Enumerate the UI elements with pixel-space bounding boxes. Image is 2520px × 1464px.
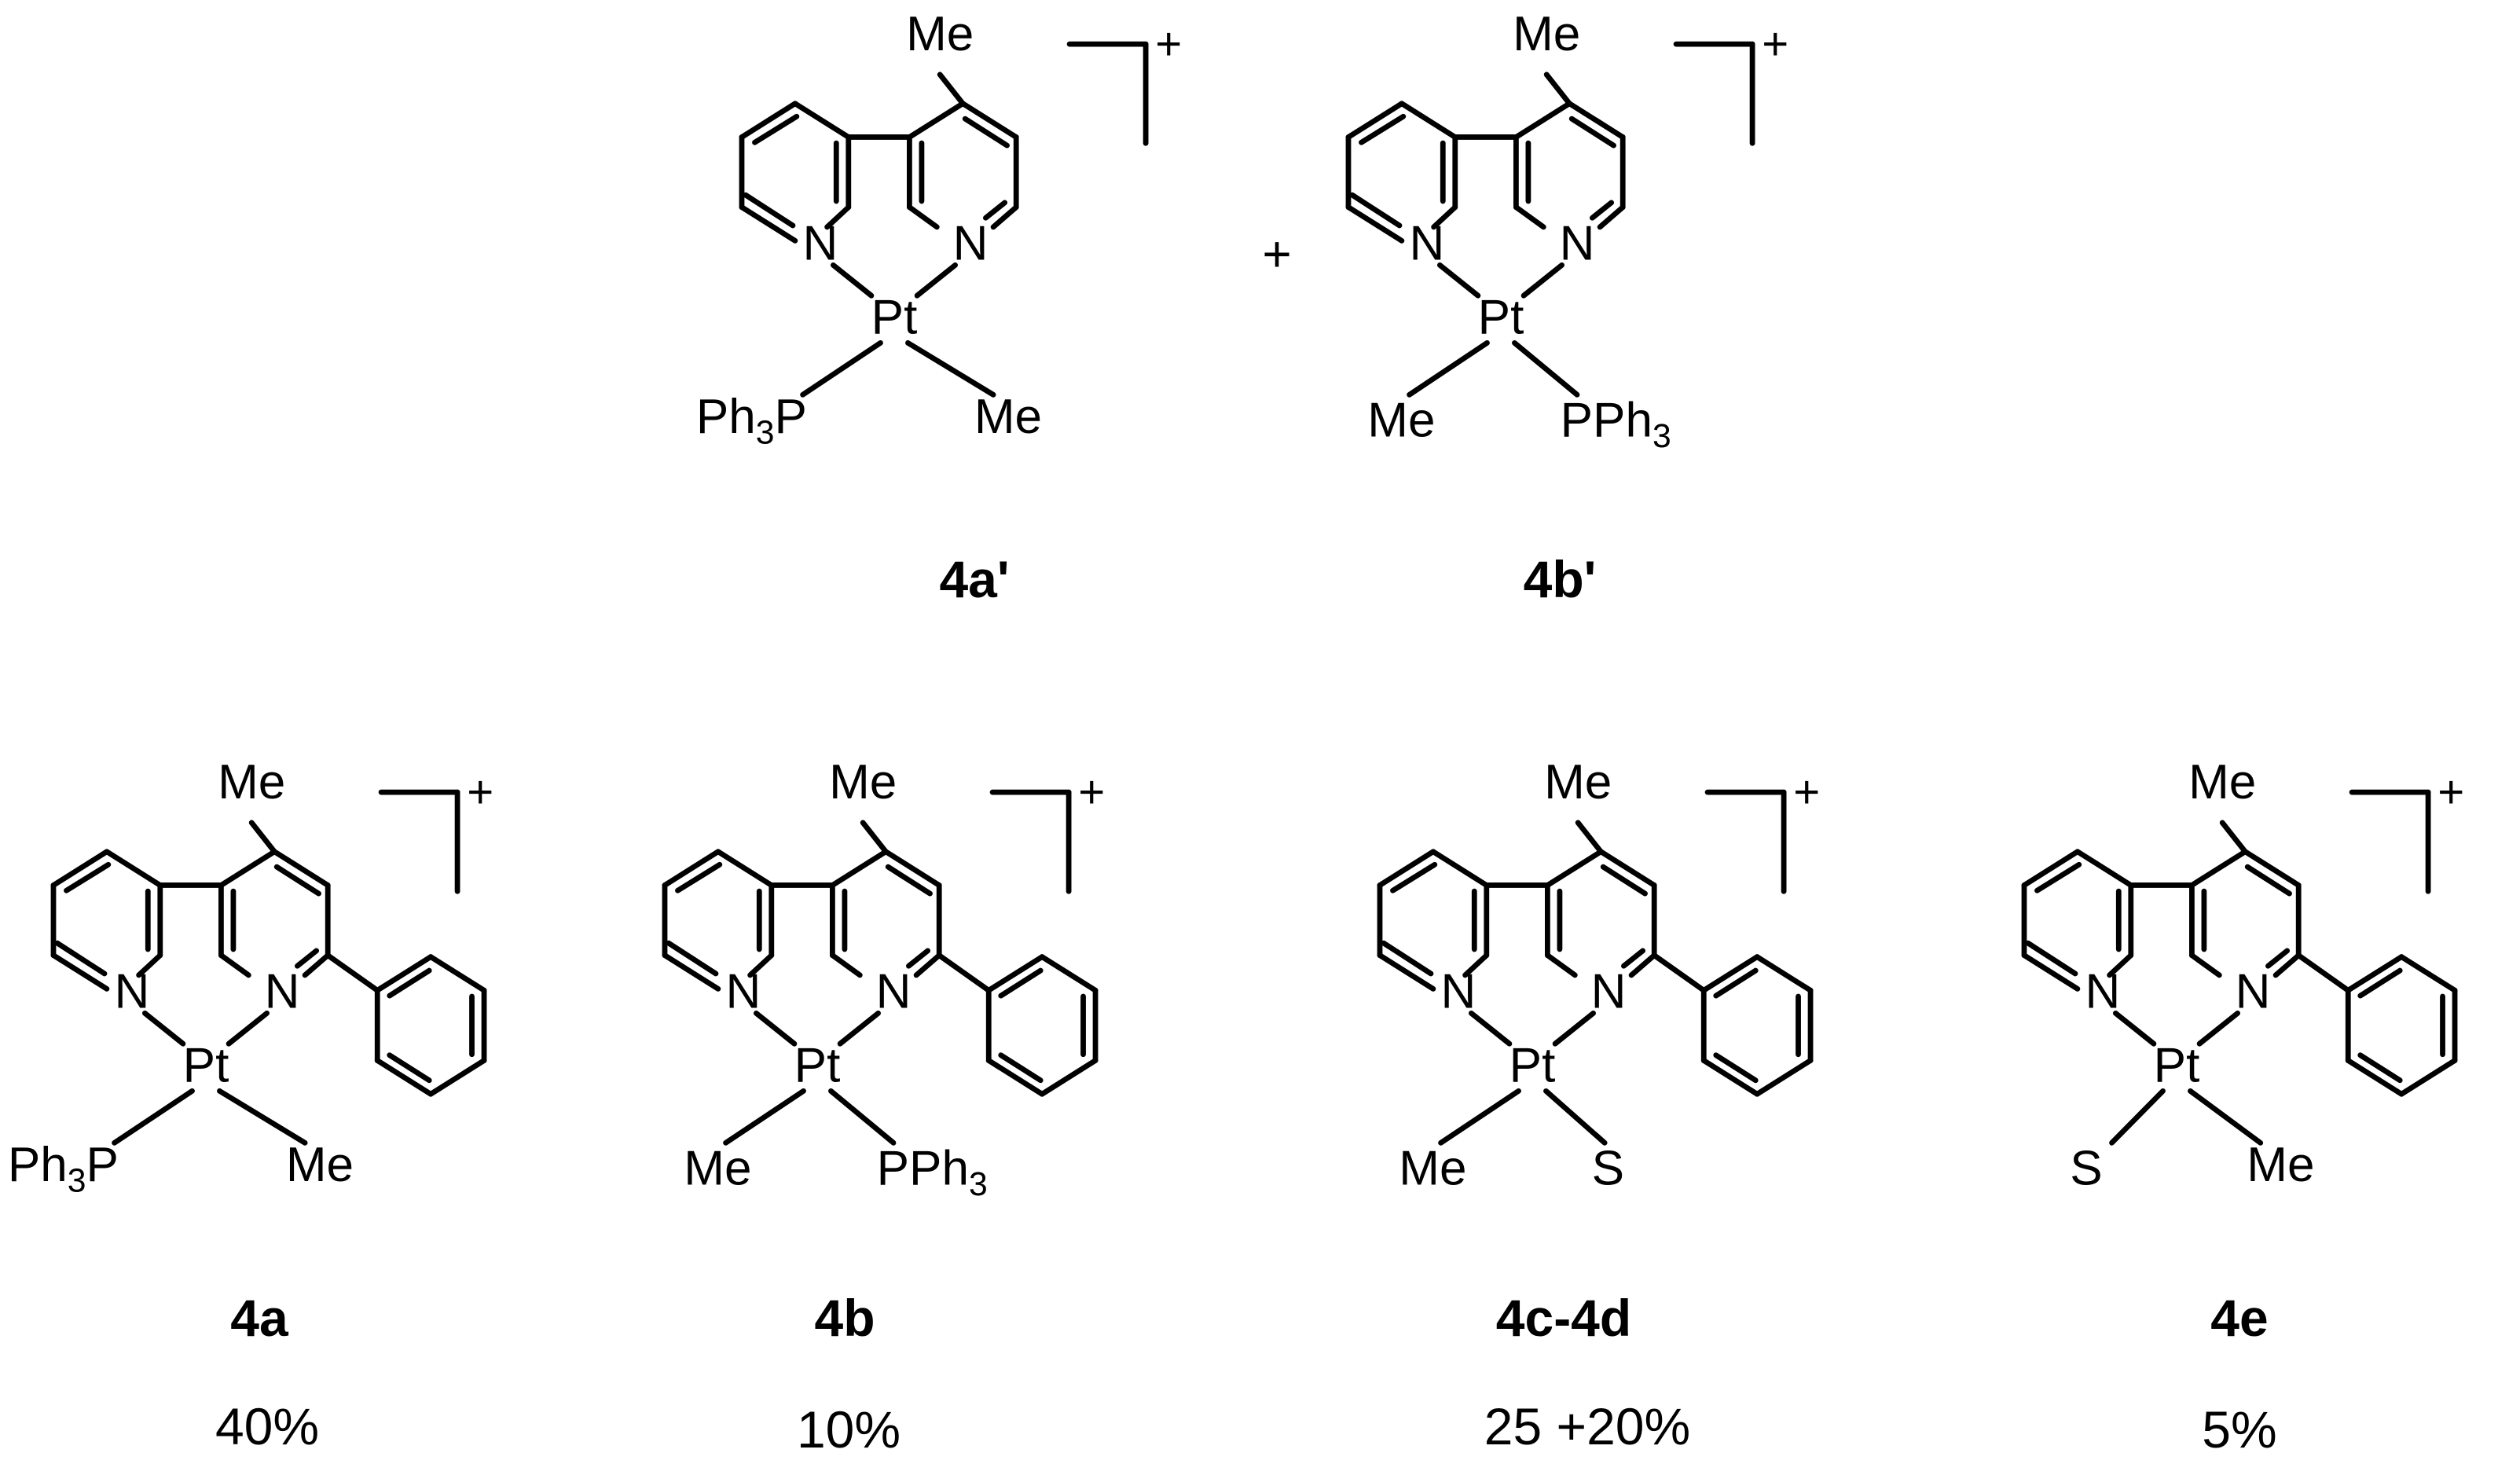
metal-atom: Pt (183, 1039, 229, 1093)
complex-4a-prime: Ph3P Me Pt N N Me + (696, 7, 1182, 452)
ligand-left: Me (684, 1142, 751, 1196)
compound-label: 4e (2210, 1289, 2268, 1347)
methyl-label: Me (218, 755, 285, 809)
pyridine-n-right: N (265, 965, 300, 1019)
ligand-right: Me (974, 390, 1042, 444)
methyl-label: Me (1513, 7, 1580, 61)
pyridine-n-right: N (1591, 965, 1627, 1019)
complex-4b: Me PPh3 Pt N N Me + (665, 755, 1105, 1203)
pyridine-n-right: N (2236, 965, 2271, 1019)
ligand-left: Ph3P (8, 1138, 119, 1200)
charge-sign: + (2437, 767, 2464, 818)
yield-value: 10% (797, 1400, 901, 1458)
methyl-label: Me (1544, 755, 1612, 809)
pyridine-n-left: N (802, 217, 838, 271)
charge-sign: + (467, 767, 493, 818)
methyl-label: Me (2188, 755, 2256, 809)
complex-4b-prime: Me PPh3 Pt N N Me + (1348, 7, 1788, 455)
ligand-left: S (2070, 1142, 2102, 1196)
ligand-right: Me (2247, 1138, 2314, 1192)
metal-atom: Pt (871, 291, 918, 345)
compound-label: 4b (814, 1289, 875, 1347)
pyridine-n-left: N (725, 965, 761, 1019)
methyl-label: Me (829, 755, 897, 809)
pyridine-n-left: N (2085, 965, 2120, 1019)
methyl-label: Me (906, 7, 974, 61)
pyridine-n-left: N (1440, 965, 1476, 1019)
pyridine-n-right: N (876, 965, 912, 1019)
metal-atom: Pt (1478, 291, 1524, 345)
pyridine-n-left: N (1409, 217, 1444, 271)
metal-atom: Pt (2154, 1039, 2200, 1093)
charge-sign: + (1793, 767, 1820, 818)
charge-sign: + (1155, 19, 1182, 70)
ligand-right: PPh3 (877, 1142, 988, 1204)
yield-value: 5% (2202, 1400, 2276, 1458)
ligand-left: Me (1399, 1142, 1466, 1196)
ligand-right: Me (286, 1138, 354, 1192)
yield-value: 25 +20% (1484, 1397, 1690, 1455)
pyridine-n-right: N (1560, 217, 1595, 271)
compound-label: 4a' (939, 550, 1009, 608)
complex-4e: S Me Pt N N Me + (2024, 755, 2464, 1196)
yield-value: 40% (215, 1397, 319, 1455)
compound-label: 4c-4d (1496, 1289, 1631, 1347)
complex-4a: Ph3P Me Pt N N Me + (8, 755, 493, 1200)
ligand-right: PPh3 (1561, 394, 1671, 456)
charge-sign: + (1762, 19, 1788, 70)
complex-4c-4d: Me S Pt N N Me + (1380, 755, 1820, 1196)
metal-atom: Pt (794, 1039, 841, 1093)
pyridine-n-right: N (953, 217, 989, 271)
charge-sign: + (1078, 767, 1105, 818)
ligand-left: Ph3P (696, 390, 807, 452)
ligand-left: Me (1367, 394, 1435, 448)
plus-sign: + (1262, 226, 1291, 282)
pyridine-n-left: N (114, 965, 149, 1019)
compound-label: 4a (230, 1289, 289, 1347)
compound-label: 4b' (1524, 550, 1597, 608)
ligand-right: S (1592, 1142, 1624, 1196)
metal-atom: Pt (1509, 1039, 1556, 1093)
